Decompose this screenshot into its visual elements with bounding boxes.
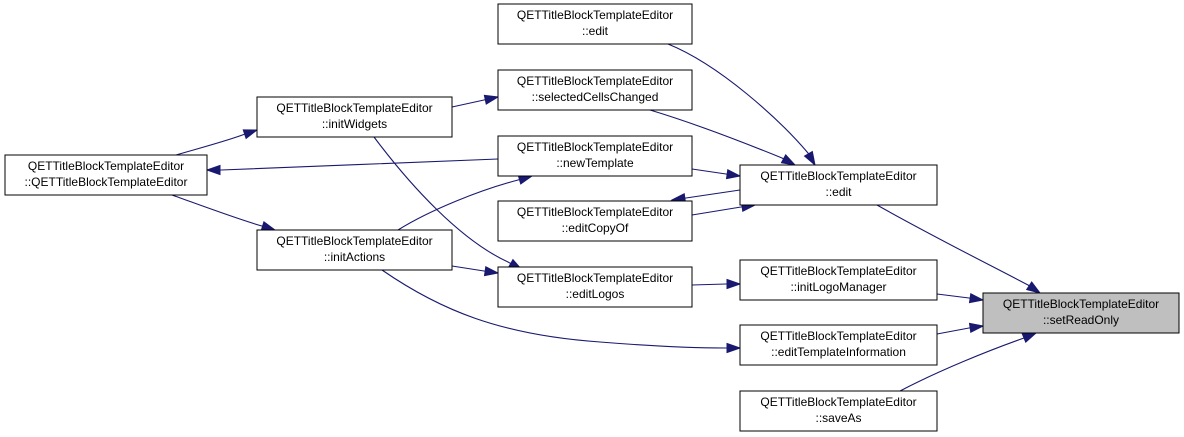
edge-selectedCellsChanged-to-edit2 (649, 109, 797, 166)
edge-arrowhead (726, 278, 742, 290)
node-edit-copy-of-class: QETTitleBlockTemplateEditor (517, 205, 673, 219)
edge-arrowhead (1025, 281, 1042, 294)
edge-editTemplateInformation-to-setReadOnly (936, 322, 985, 335)
edge-arrowhead (803, 150, 816, 167)
edge-line (691, 206, 744, 216)
edge-line (899, 337, 1026, 392)
node-save-as[interactable]: QETTitleBlockTemplateEditor ::saveAs (739, 390, 938, 432)
edge-arrowhead (517, 174, 534, 185)
node-edit-template-information-method: ::editTemplateInformation (771, 345, 906, 359)
node-edit-copy-of-method: ::editCopyOf (562, 221, 629, 235)
node-new-template[interactable]: QETTitleBlockTemplateEditor ::newTemplat… (497, 135, 693, 177)
edge-arrowhead (242, 129, 259, 140)
node-init-logo-manager[interactable]: QETTitleBlockTemplateEditor ::initLogoMa… (739, 259, 938, 301)
node-edit-template-information[interactable]: QETTitleBlockTemplateEditor ::editTempla… (739, 324, 938, 366)
edge-line (691, 168, 729, 175)
edge-line (667, 43, 810, 155)
edge-ctor-to-initWidgets (175, 129, 259, 156)
node-init-actions-method: ::initActions (324, 250, 385, 264)
node-constructor-method: ::QETTitleBlockTemplateEditor (25, 175, 188, 189)
nodes-layer: QETTitleBlockTemplateEditor ::QETTitleBl… (4, 3, 1180, 432)
node-set-read-only-method: ::setReadOnly (1043, 313, 1119, 327)
node-edit-template-information-class: QETTitleBlockTemplateEditor (760, 329, 916, 343)
node-edit-middle-class: QETTitleBlockTemplateEditor (760, 169, 916, 183)
node-init-widgets[interactable]: QETTitleBlockTemplateEditor ::initWidget… (256, 96, 453, 138)
edge-arrowhead (483, 265, 500, 277)
edge-arrowhead (725, 168, 742, 180)
node-edit-logos-method: ::editLogos (566, 287, 625, 301)
edge-arrowhead (726, 342, 742, 354)
edge-newTemplate-to-edit2 (691, 168, 742, 180)
edge-line (397, 178, 521, 231)
edge-line (171, 194, 264, 227)
node-edit-top[interactable]: QETTitleBlockTemplateEditor ::edit (497, 3, 693, 45)
edge-ctor-to-initActions (171, 194, 277, 232)
node-new-template-method: ::newTemplate (556, 156, 634, 170)
edge-arrowhead (260, 221, 277, 232)
node-init-actions-class: QETTitleBlockTemplateEditor (276, 234, 432, 248)
edge-initActions-to-editTemplateInformation (381, 269, 742, 354)
node-init-actions[interactable]: QETTitleBlockTemplateEditor ::initAction… (256, 229, 453, 271)
edge-newTemplate-to-ctor (205, 158, 499, 176)
node-edit-copy-of[interactable]: QETTitleBlockTemplateEditor ::editCopyOf (497, 200, 693, 242)
edge-line (876, 204, 1031, 287)
node-selected-cells-changed[interactable]: QETTitleBlockTemplateEditor ::selectedCe… (497, 69, 693, 111)
node-edit-top-method: ::edit (582, 24, 609, 38)
node-edit-top-class: QETTitleBlockTemplateEditor (517, 8, 673, 22)
edge-line (451, 265, 487, 272)
edge-line (691, 283, 728, 286)
edge-initWidgets-to-selectedCellsChanged (451, 94, 500, 108)
node-save-as-method: ::saveAs (815, 411, 861, 425)
edge-edit1-to-edit2 (667, 43, 816, 167)
edge-edit2-to-setReadOnly (876, 204, 1042, 294)
node-edit-logos[interactable]: QETTitleBlockTemplateEditor ::editLogos (497, 266, 693, 308)
node-selected-cells-changed-method: ::selectedCellsChanged (532, 90, 659, 104)
edge-line (219, 158, 499, 171)
node-init-widgets-class: QETTitleBlockTemplateEditor (276, 101, 432, 115)
node-init-logo-manager-method: ::initLogoManager (790, 280, 886, 294)
node-new-template-class: QETTitleBlockTemplateEditor (517, 140, 673, 154)
edge-line (936, 327, 972, 335)
node-constructor-class: QETTitleBlockTemplateEditor (28, 159, 184, 173)
edge-initActions-to-editLogos (451, 265, 500, 277)
edge-line (381, 269, 728, 349)
node-set-read-only-class: QETTitleBlockTemplateEditor (1003, 297, 1159, 311)
node-save-as-class: QETTitleBlockTemplateEditor (760, 395, 916, 409)
edge-arrowhead (968, 292, 985, 304)
node-constructor[interactable]: QETTitleBlockTemplateEditor ::QETTitleBl… (4, 154, 208, 196)
edge-line (683, 189, 741, 199)
edge-arrowhead (780, 154, 797, 166)
edge-arrowhead (1021, 332, 1038, 343)
node-edit-middle[interactable]: QETTitleBlockTemplateEditor ::edit (739, 164, 938, 206)
node-init-widgets-method: ::initWidgets (322, 117, 387, 131)
edge-arrowhead (205, 164, 221, 176)
edge-line (175, 133, 246, 156)
node-edit-middle-method: ::edit (825, 185, 852, 199)
edge-line (936, 293, 972, 299)
node-set-read-only[interactable]: QETTitleBlockTemplateEditor ::setReadOnl… (982, 292, 1180, 334)
edge-arrowhead (483, 94, 500, 105)
node-init-logo-manager-class: QETTitleBlockTemplateEditor (760, 264, 916, 278)
edge-line (373, 136, 512, 265)
edge-initLogoManager-to-setReadOnly (936, 292, 985, 304)
node-edit-logos-class: QETTitleBlockTemplateEditor (517, 271, 673, 285)
edge-line (451, 98, 487, 108)
edge-arrowhead (968, 322, 985, 334)
node-selected-cells-changed-class: QETTitleBlockTemplateEditor (517, 74, 673, 88)
edge-editLogos-to-initLogoManager (691, 278, 742, 290)
edge-line (649, 109, 785, 160)
